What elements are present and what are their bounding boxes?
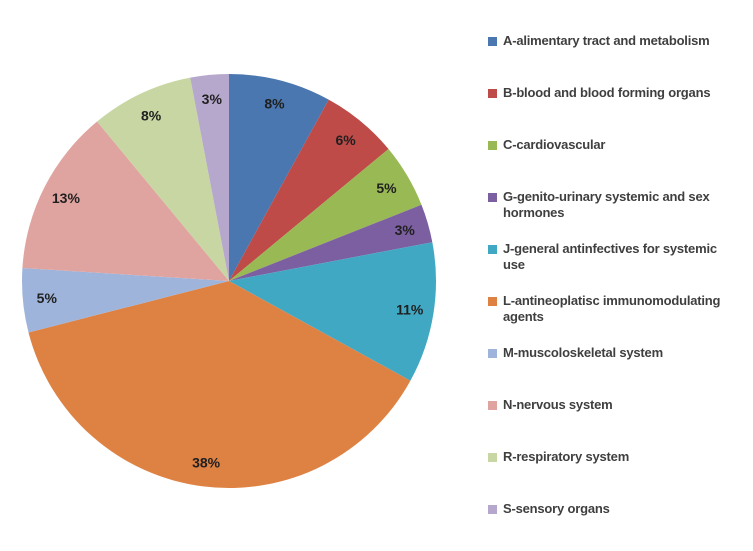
pie-slice <box>190 74 229 281</box>
pie-slice-label: 3% <box>395 222 416 238</box>
pie-slice <box>229 242 436 381</box>
legend-label: R-respiratory system <box>503 449 630 464</box>
pie-slice-label: 6% <box>335 132 356 148</box>
pie-slice <box>28 281 411 489</box>
pie-slice <box>229 99 389 281</box>
legend-item: R-respiratory system <box>488 449 750 501</box>
legend-item: M-muscoloskeletal system <box>488 345 750 397</box>
pie-slice <box>229 74 329 281</box>
legend-swatch <box>488 141 497 150</box>
pie-slice <box>97 77 229 281</box>
pie-slice-label: 8% <box>141 107 162 123</box>
legend-swatch <box>488 349 497 358</box>
legend-label: A-alimentary tract and metabolism <box>503 33 710 48</box>
legend-label: N-nervous system <box>503 397 613 412</box>
legend-swatch <box>488 505 497 514</box>
pie-slice-label: 8% <box>264 96 285 112</box>
pie-slice <box>229 149 422 281</box>
legend-swatch <box>488 297 497 306</box>
pie-slice <box>22 121 229 281</box>
pie-slice <box>22 268 230 333</box>
legend-item: A-alimentary tract and metabolism <box>488 33 750 85</box>
pie-slice <box>229 204 433 281</box>
legend-swatch <box>488 37 497 46</box>
pie-chart: 8% 6% 5% 3% 11% 38% 5% 13% 8% 3% <box>22 74 436 489</box>
pie-slice-label: 38% <box>192 455 221 471</box>
legend-swatch <box>488 245 497 254</box>
pie-slice-label: 3% <box>202 91 223 107</box>
pie-slice-label: 13% <box>52 190 81 206</box>
legend-swatch <box>488 89 497 98</box>
legend-label: M-muscoloskeletal system <box>503 345 663 360</box>
pie-slice-label: 5% <box>376 180 397 196</box>
legend-swatch <box>488 401 497 410</box>
legend-item: S-sensory organs <box>488 501 750 551</box>
legend-item: C-cardiovascular <box>488 137 750 189</box>
pie-slice-label: 5% <box>37 290 58 306</box>
legend-swatch <box>488 193 497 202</box>
legend-label: B-blood and blood forming organs <box>503 85 711 100</box>
legend-item: N-nervous system <box>488 397 750 449</box>
pie-slice-label: 11% <box>396 302 424 318</box>
legend-swatch <box>488 453 497 462</box>
legend-label: S-sensory organs <box>503 501 610 516</box>
legend-item: B-blood and blood forming organs <box>488 85 750 137</box>
legend-label: C-cardiovascular <box>503 137 606 152</box>
